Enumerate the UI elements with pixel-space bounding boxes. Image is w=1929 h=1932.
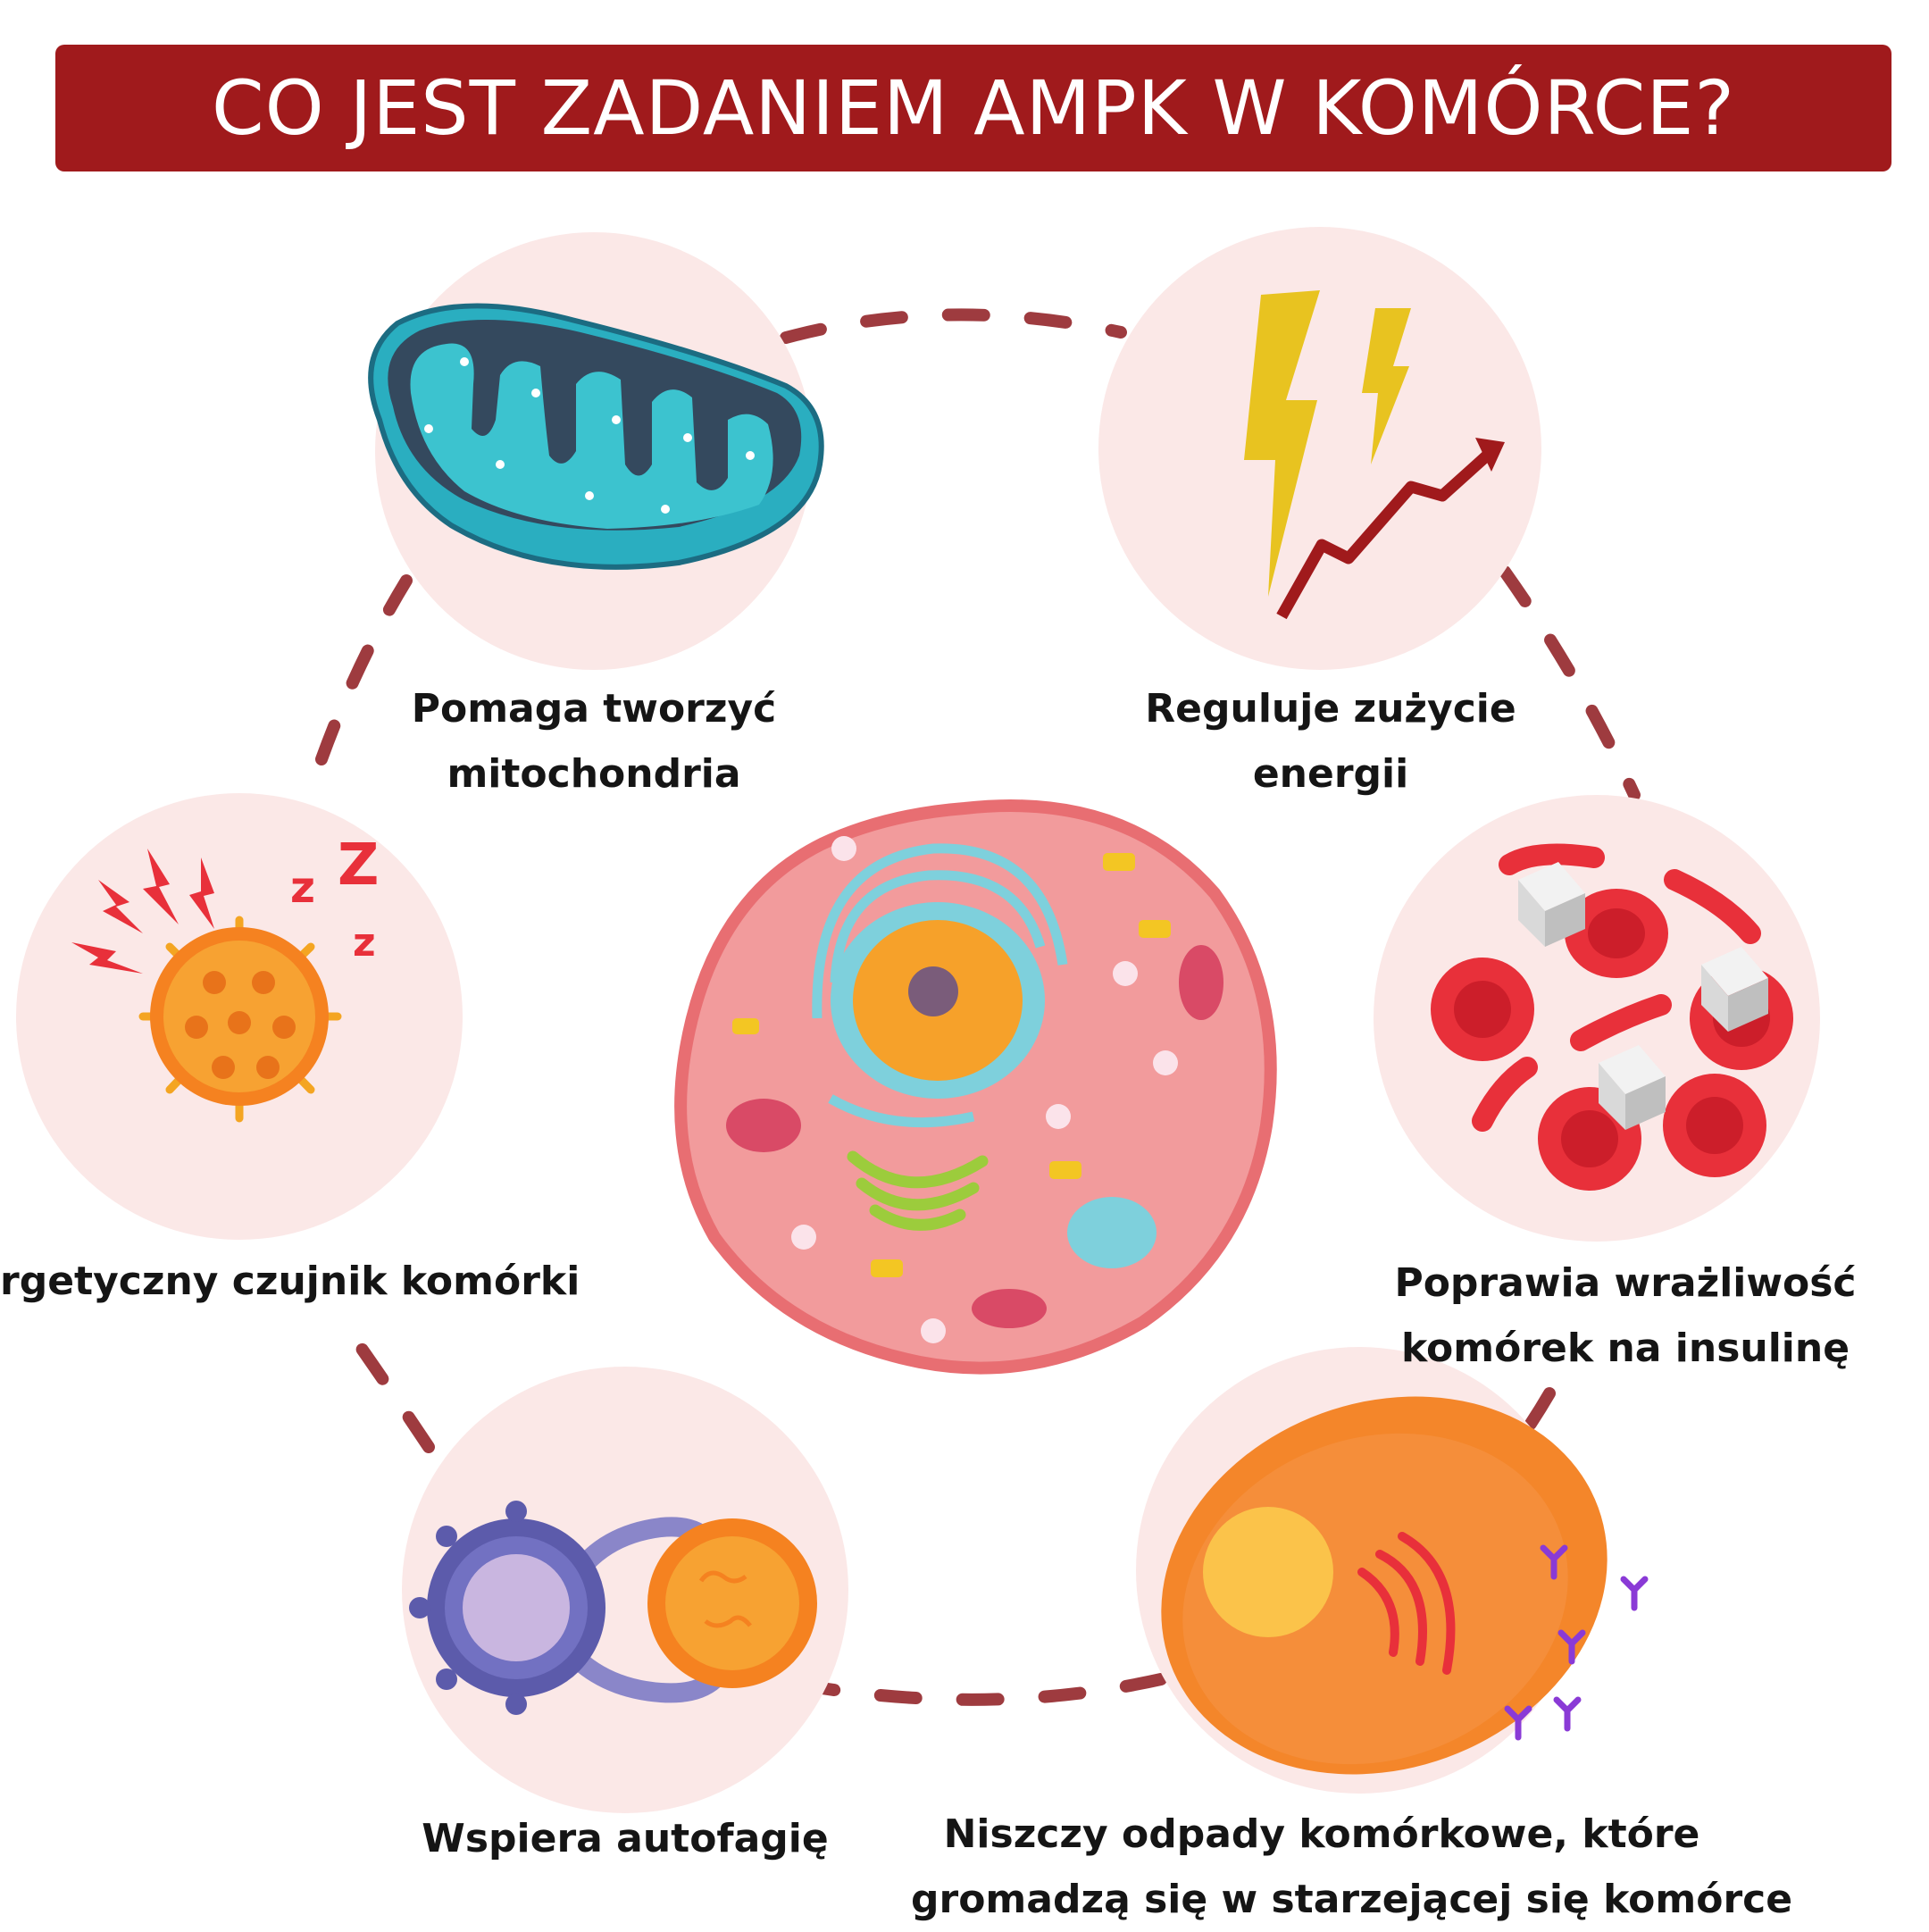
label-line: mitochondria <box>447 751 741 797</box>
label-line: Niszczy odpady komórkowe, które <box>943 1811 1700 1857</box>
label-insulin: Poprawia wrażliwość komórek na insulinę <box>1357 1250 1893 1381</box>
title-banner: CO JEST ZADANIEM AMPK W KOMÓRCE? <box>55 45 1891 171</box>
label-senescence: Niszczy odpady komórkowe, które gromadzą… <box>911 1802 1793 1932</box>
virus-sensor-icon: z Z z <box>71 832 379 1123</box>
label-line: gromadzą się w starzejącej się komórce <box>911 1877 1793 1922</box>
page-title: CO JEST ZADANIEM AMPK W KOMÓRCE? <box>211 64 1735 152</box>
svg-text:z: z <box>290 863 315 913</box>
label-autophagy: Wspiera autofagię <box>375 1806 875 1871</box>
label-line: Pomaga tworzyć <box>411 686 777 732</box>
label-line: energii <box>1252 751 1409 797</box>
mitochondrion-icon <box>368 303 824 570</box>
dashed-cycle-connectors <box>315 308 1641 1706</box>
label-line: Reguluje zużycie <box>1145 686 1516 732</box>
label-mitochondria: Pomaga tworzyć mitochondria <box>378 676 810 807</box>
autophagy-icon <box>409 1501 817 1715</box>
svg-text:z: z <box>353 920 376 966</box>
label-sensor: rgetyczny czujnik komórki <box>0 1249 580 1314</box>
blood-cells-sugar-icon <box>1431 843 1793 1191</box>
lightning-arrow-icon <box>1244 290 1505 620</box>
label-line: rgetyczny czujnik komórki <box>0 1259 580 1304</box>
animal-cell-icon <box>674 799 1277 1375</box>
label-energy: Reguluje zużycie energii <box>1116 676 1545 807</box>
label-line: Wspiera autofagię <box>422 1816 829 1861</box>
svg-text:Z: Z <box>338 832 379 899</box>
label-line: Poprawia wrażliwość <box>1394 1260 1857 1306</box>
label-line: komórek na insulinę <box>1400 1326 1850 1371</box>
senescent-cell-icon <box>1161 1396 1649 1775</box>
